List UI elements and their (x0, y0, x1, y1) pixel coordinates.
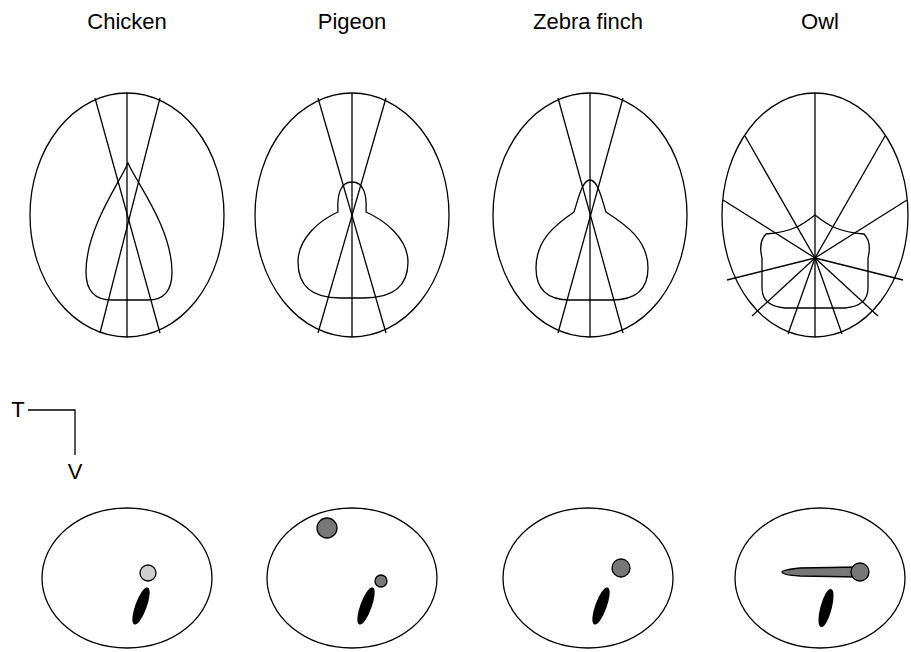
column-heading: Owl (801, 9, 839, 35)
column-heading: Chicken (87, 9, 166, 35)
zebra-finch-retina (503, 508, 673, 648)
owl-field (722, 93, 908, 337)
column-heading: Pigeon (318, 9, 387, 35)
column-heading: Zebra finch (533, 9, 643, 35)
owl-retina (735, 508, 905, 648)
axis-label: V (68, 459, 83, 485)
chicken-field (30, 93, 224, 337)
axis-label: T (11, 397, 24, 423)
chicken-retina (42, 508, 212, 648)
zebra-finch-field (493, 93, 687, 337)
orientation-axis (28, 410, 75, 455)
pigeon-field (255, 93, 449, 337)
pigeon-retina (267, 508, 437, 648)
